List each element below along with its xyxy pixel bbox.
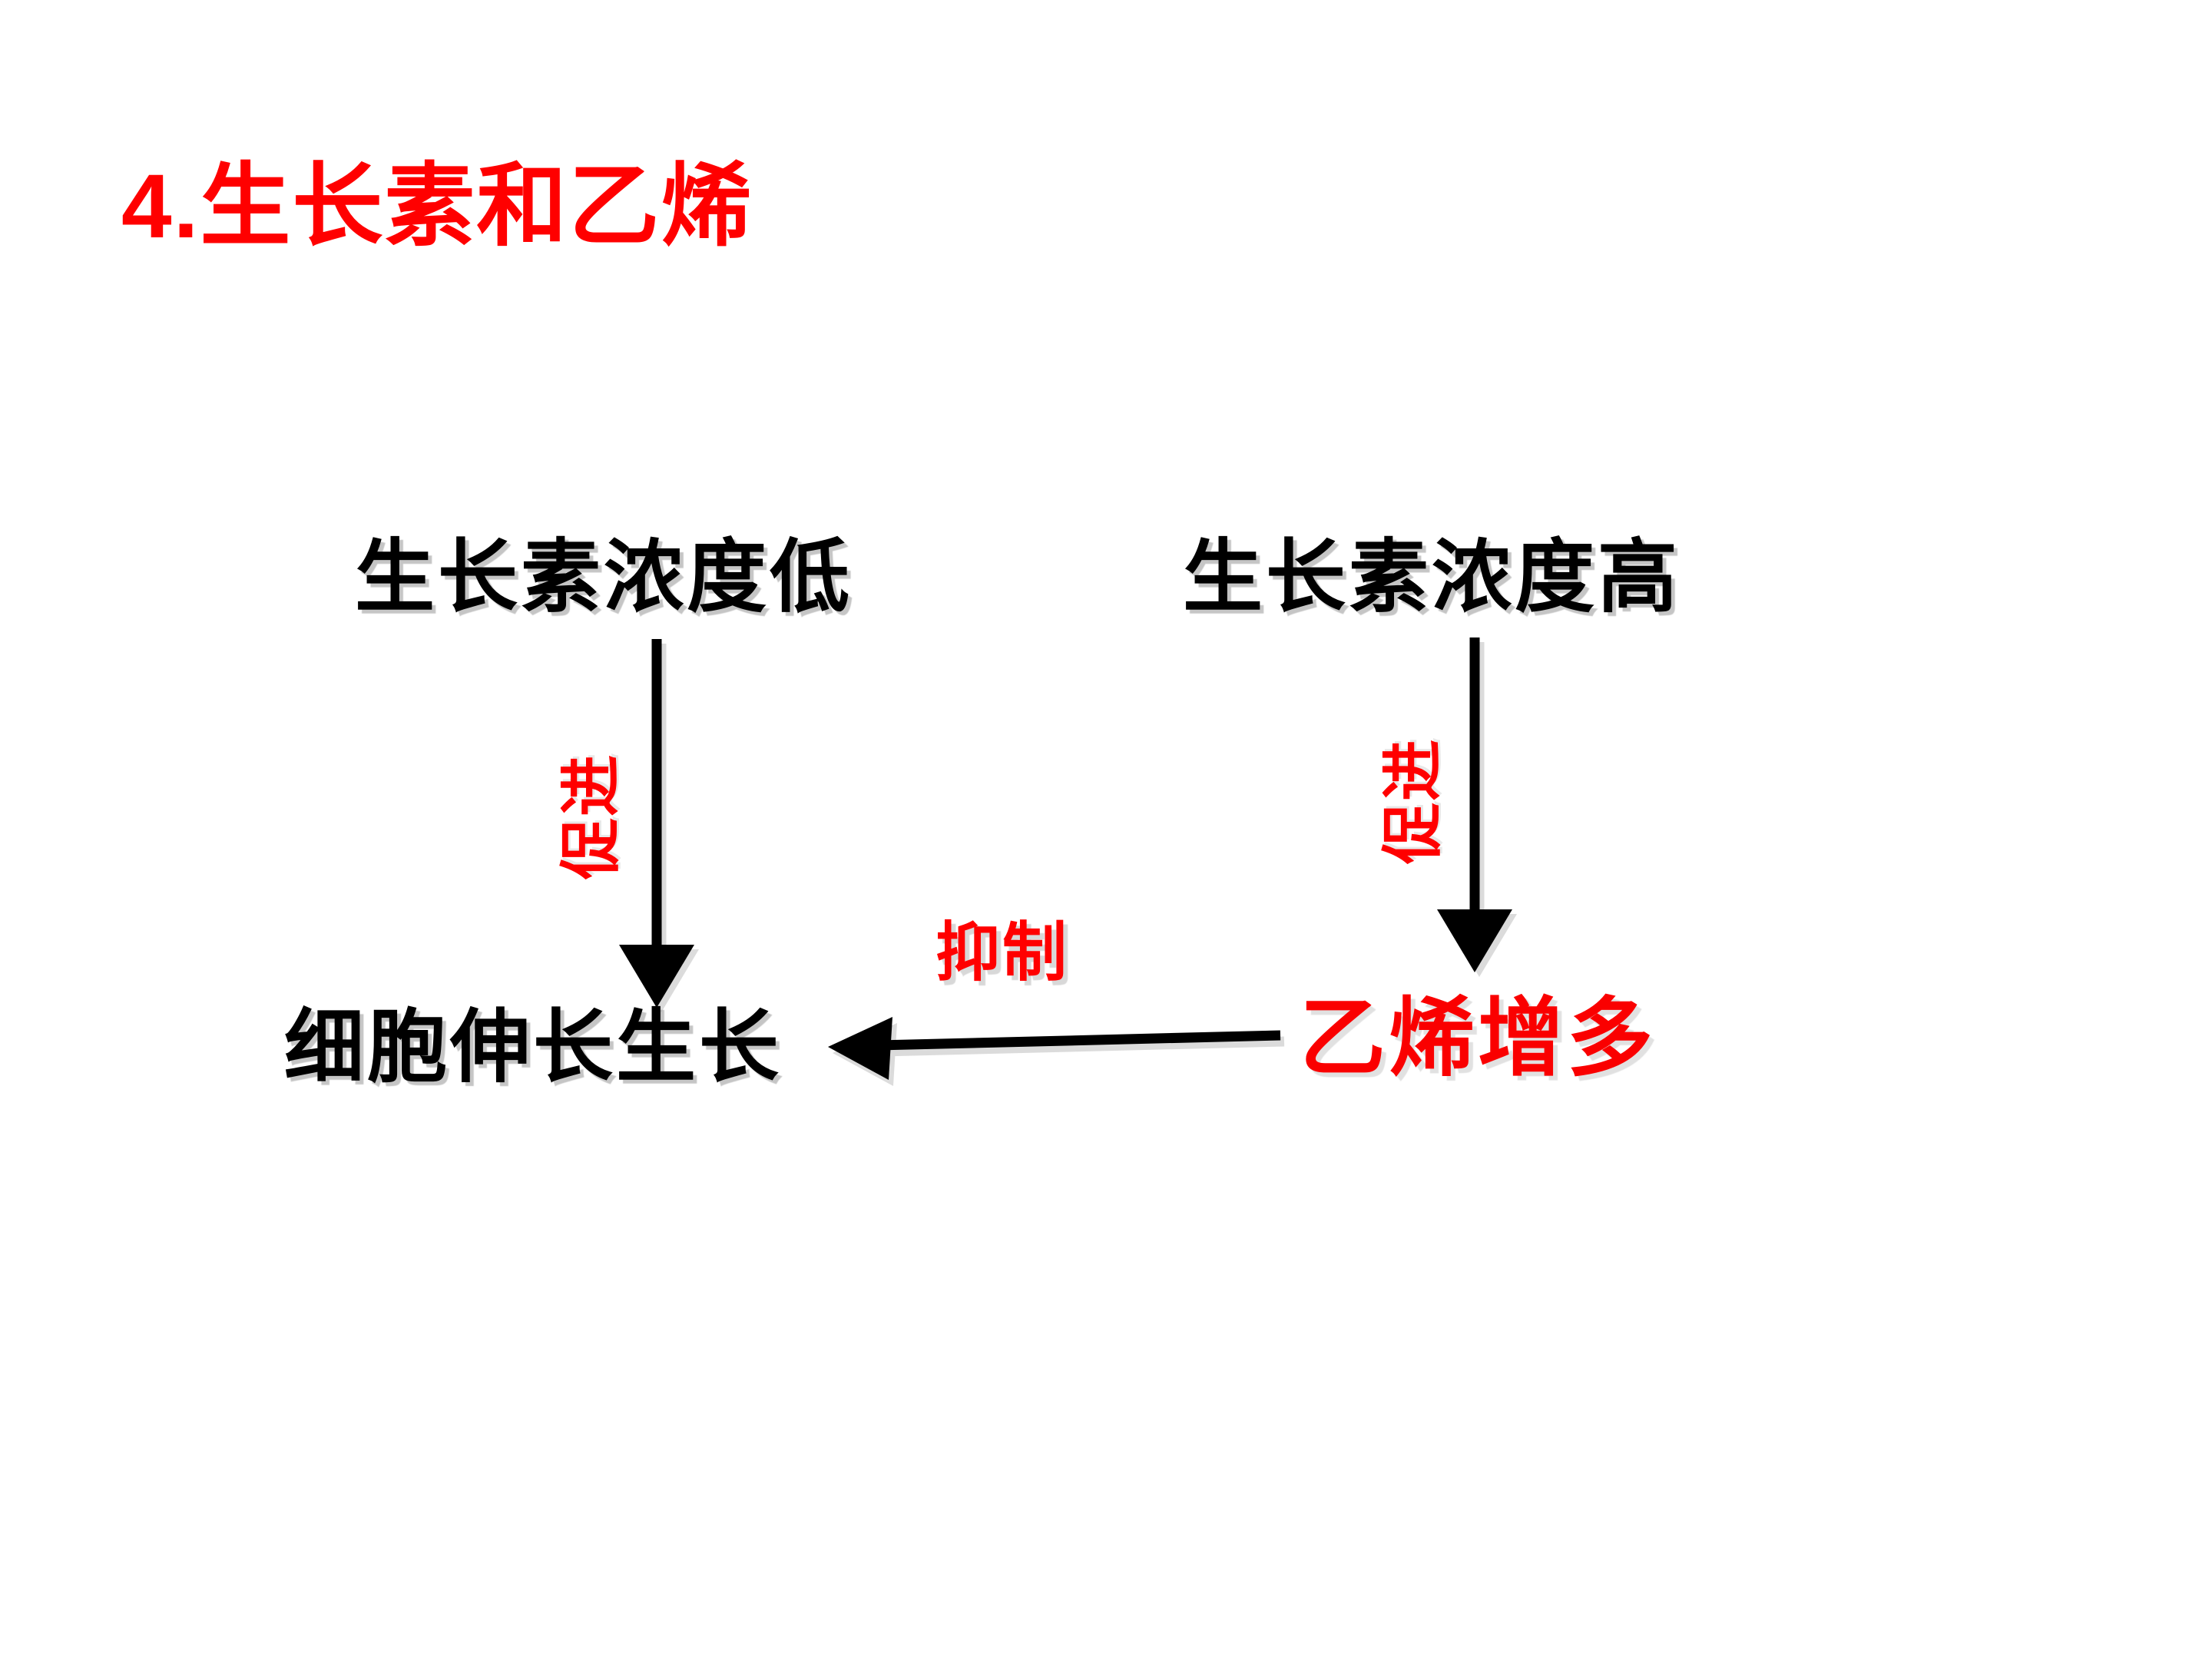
edge-label-promote-left: 促进 xyxy=(557,753,625,879)
edge-label-promote-right: 促进 xyxy=(1379,738,1447,864)
node-cell-elongation: 细胞伸长生长 xyxy=(284,1003,783,1092)
arrow-auxin-high-to-ethylene xyxy=(1437,637,1512,972)
node-auxin-high: 生长素浓度高 xyxy=(1183,533,1681,622)
page-title: 4.生长素和乙烯 xyxy=(121,156,753,257)
arrow-ethylene-to-cell-elongation xyxy=(828,1017,1281,1080)
edge-label-inhibit: 抑制 xyxy=(935,916,1070,988)
arrow-auxin-low-to-cell-elongation xyxy=(619,639,694,1008)
node-auxin-low: 生长素浓度低 xyxy=(355,533,853,622)
node-ethylene-increase: 乙烯增多 xyxy=(1300,990,1656,1086)
